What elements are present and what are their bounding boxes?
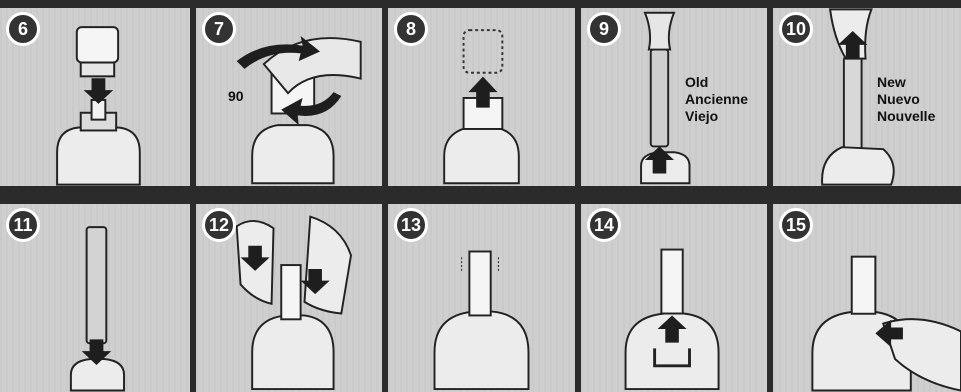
step-number-badge: 7 xyxy=(202,12,236,46)
step-6-panel: 6 xyxy=(0,8,193,186)
step-12-panel: 12 xyxy=(193,204,385,392)
step-13-panel: 13 xyxy=(385,204,578,392)
step-number-badge: 12 xyxy=(202,208,236,242)
step-10-panel: 10 New Nuevo Nouvelle xyxy=(770,8,961,186)
step-number-badge: 8 xyxy=(394,12,428,46)
hand-icon xyxy=(822,147,894,184)
step-8-panel: 8 xyxy=(385,8,578,186)
down-arrow-icon xyxy=(84,78,114,104)
rotation-angle-label: 90 xyxy=(228,88,244,104)
hand-icon xyxy=(305,217,352,314)
step-14-panel: 14 xyxy=(578,204,770,392)
step-7-panel: 7 90 xyxy=(193,8,385,186)
new-cartridge-label: New Nuevo Nouvelle xyxy=(877,74,935,125)
step-11-panel: 11 xyxy=(0,204,193,392)
step-15-panel: 15 xyxy=(770,204,961,392)
step-number-badge: 6 xyxy=(6,12,40,46)
step-number-badge: 15 xyxy=(779,208,813,242)
step-9-panel: 9 Old Ancienne Viejo xyxy=(578,8,770,186)
row-divider xyxy=(0,186,961,204)
step-number-badge: 13 xyxy=(394,208,428,242)
step-number-badge: 11 xyxy=(6,208,40,242)
step-number-badge: 10 xyxy=(779,12,813,46)
step-number-badge: 9 xyxy=(587,12,621,46)
pliers-icon xyxy=(645,13,674,50)
old-cartridge-label: Old Ancienne Viejo xyxy=(685,74,748,125)
step-number-badge: 14 xyxy=(587,208,621,242)
